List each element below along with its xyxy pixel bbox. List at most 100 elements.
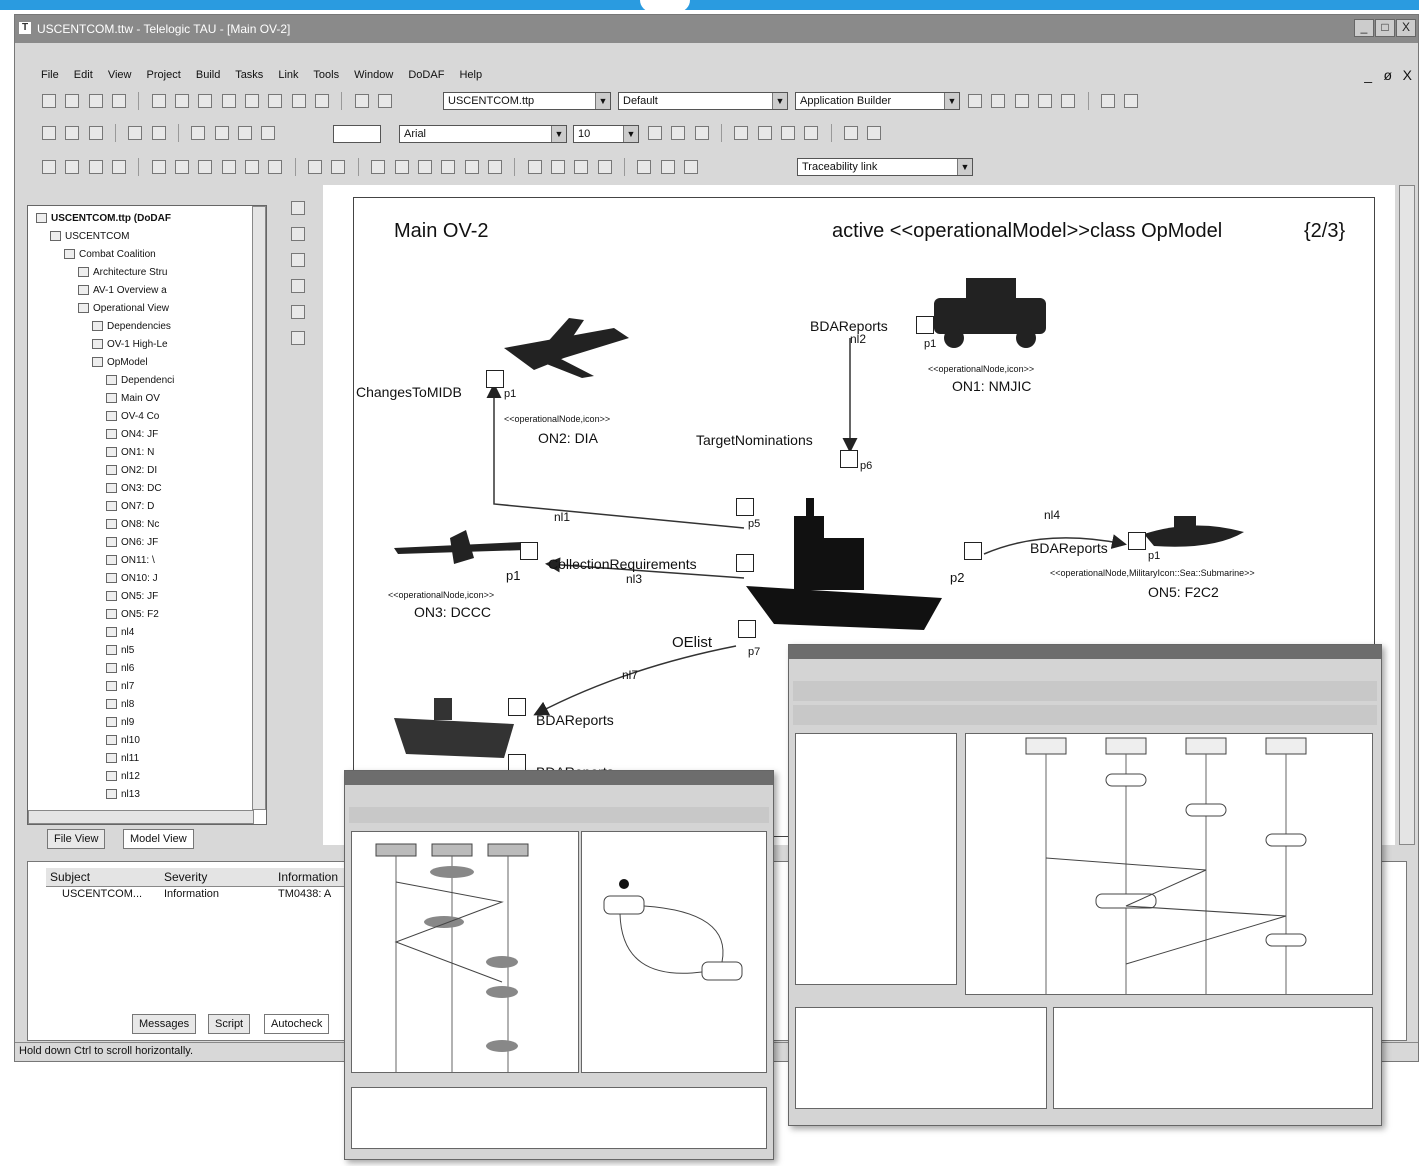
find-icon[interactable] xyxy=(1101,94,1116,108)
tree-vertical-scrollbar[interactable] xyxy=(252,206,266,810)
pointer-icon[interactable] xyxy=(671,126,686,140)
column-severity[interactable]: Severity xyxy=(164,870,208,884)
tree-item[interactable]: ON6: JF xyxy=(106,534,158,552)
chevron-down-icon[interactable]: ▼ xyxy=(772,93,787,109)
tree-item[interactable]: ON3: DC xyxy=(106,480,162,498)
tree-item[interactable]: USCENTCOM.ttp (DoDAF xyxy=(36,210,171,228)
link-icon[interactable] xyxy=(394,160,409,174)
palette-node-icon[interactable] xyxy=(291,227,305,241)
tree-item[interactable]: ON2: DI xyxy=(106,462,157,480)
align-right-icon[interactable] xyxy=(238,126,253,140)
mdi-minimize-button[interactable]: _ xyxy=(1364,67,1372,83)
tree-horizontal-scrollbar[interactable] xyxy=(28,810,254,824)
palette-needline-icon[interactable] xyxy=(291,253,305,267)
column-information[interactable]: Information xyxy=(278,870,339,884)
tree-item[interactable]: ON8: Nc xyxy=(106,516,159,534)
menu-build[interactable]: Build xyxy=(195,69,221,81)
reference-icon[interactable] xyxy=(331,160,346,174)
model-icon[interactable] xyxy=(151,160,166,174)
undo-icon[interactable] xyxy=(245,94,260,108)
tree-item[interactable]: nl8 xyxy=(106,696,134,714)
autocheck-tab[interactable]: Autocheck xyxy=(264,1014,330,1034)
tree-item[interactable]: nl6 xyxy=(106,660,134,678)
navigate-back-icon[interactable] xyxy=(757,126,772,140)
close-button[interactable]: X xyxy=(1396,19,1416,37)
tree-item[interactable]: nl12 xyxy=(106,768,140,786)
line-style-combo[interactable] xyxy=(333,125,381,143)
menu-file[interactable]: File xyxy=(41,69,59,81)
tree-item[interactable]: nl10 xyxy=(106,732,140,750)
down-arrow-icon[interactable] xyxy=(804,126,819,140)
tree-item[interactable]: ON1: N xyxy=(106,444,154,462)
font-size-combo[interactable]: 10▼ xyxy=(573,125,639,143)
lock-icon[interactable] xyxy=(487,160,502,174)
chevron-down-icon[interactable]: ▼ xyxy=(957,159,972,175)
debug-icon[interactable] xyxy=(1038,94,1053,108)
tree-item[interactable]: Operational View xyxy=(78,300,169,318)
export-icon[interactable] xyxy=(550,160,565,174)
tree-item[interactable]: nl13 xyxy=(106,786,140,804)
port-p5[interactable] xyxy=(736,498,754,516)
align-top-icon[interactable] xyxy=(261,126,276,140)
table-row[interactable]: USCENTCOM... Information TM0438: A xyxy=(46,888,566,904)
list-icon[interactable] xyxy=(683,160,698,174)
tree-item[interactable]: nl11 xyxy=(106,750,139,768)
tree-item[interactable]: OV-1 High-Le xyxy=(92,336,168,354)
messages-tab[interactable]: Messages xyxy=(132,1014,197,1034)
tree-item[interactable]: ON5: JF xyxy=(106,588,158,606)
print-icon[interactable] xyxy=(291,94,306,108)
tree-item[interactable]: Dependenci xyxy=(106,372,174,390)
palette-text-icon[interactable] xyxy=(291,331,305,345)
tree-item[interactable]: Architecture Stru xyxy=(78,264,167,282)
menu-link[interactable]: Link xyxy=(278,69,299,81)
navigate-icon[interactable] xyxy=(734,126,749,140)
link-type-combo[interactable]: Traceability link▼ xyxy=(797,158,973,176)
table-icon[interactable] xyxy=(660,160,675,174)
menu-edit[interactable]: Edit xyxy=(73,69,93,81)
model-view-tab[interactable]: Model View xyxy=(123,829,194,849)
zoom-icon[interactable] xyxy=(88,126,103,140)
menu-view[interactable]: View xyxy=(107,69,132,81)
tree-item[interactable]: ON10: J xyxy=(106,570,158,588)
trace-icon[interactable] xyxy=(371,160,386,174)
menu-dodaf[interactable]: DoDAF xyxy=(408,69,445,81)
tree-item[interactable]: nl7 xyxy=(106,678,134,696)
chevron-down-icon[interactable]: ▼ xyxy=(551,126,566,142)
search-icon[interactable] xyxy=(308,160,323,174)
maximize-button[interactable]: □ xyxy=(1375,19,1395,37)
send-icon[interactable] xyxy=(597,160,612,174)
zoom-in-icon[interactable] xyxy=(128,126,143,140)
tree-item[interactable]: USCENTCOM xyxy=(50,228,129,246)
file-combo[interactable]: USCENTCOM.ttp▼ xyxy=(443,92,611,110)
save-all-icon[interactable] xyxy=(112,94,127,108)
port-collection[interactable] xyxy=(736,554,754,572)
share-icon[interactable] xyxy=(574,160,589,174)
document-list-icon[interactable] xyxy=(112,160,127,174)
tree-item[interactable]: Dependencies xyxy=(92,318,171,336)
cycle-icon[interactable] xyxy=(464,160,479,174)
filter-icon[interactable] xyxy=(245,160,260,174)
align-center-icon[interactable] xyxy=(214,126,229,140)
port-p6[interactable] xyxy=(840,450,858,468)
new-file-icon[interactable] xyxy=(42,94,56,108)
diagram-icon[interactable] xyxy=(175,160,190,174)
palette-frame-icon[interactable] xyxy=(291,201,305,215)
mdi-close-button[interactable]: X xyxy=(1402,67,1412,83)
class-icon[interactable] xyxy=(198,160,213,174)
context-help-icon[interactable] xyxy=(378,94,393,108)
minimize-button[interactable]: _ xyxy=(1354,19,1374,37)
column-subject[interactable]: Subject xyxy=(50,870,91,884)
chevron-down-icon[interactable]: ▼ xyxy=(944,93,959,109)
grid-icon[interactable] xyxy=(637,160,652,174)
import-icon[interactable] xyxy=(527,160,542,174)
menu-window[interactable]: Window xyxy=(354,69,394,81)
tree-item[interactable]: nl5 xyxy=(106,642,134,660)
tree-item[interactable]: OpModel xyxy=(92,354,148,372)
save-icon[interactable] xyxy=(88,94,103,108)
menu-help[interactable]: Help xyxy=(459,69,483,81)
palette-port-icon[interactable] xyxy=(291,279,305,293)
palette-comment-icon[interactable] xyxy=(291,305,305,319)
unlink-icon[interactable] xyxy=(417,160,432,174)
rebuild-icon[interactable] xyxy=(991,94,1006,108)
stop-icon[interactable] xyxy=(1061,94,1076,108)
